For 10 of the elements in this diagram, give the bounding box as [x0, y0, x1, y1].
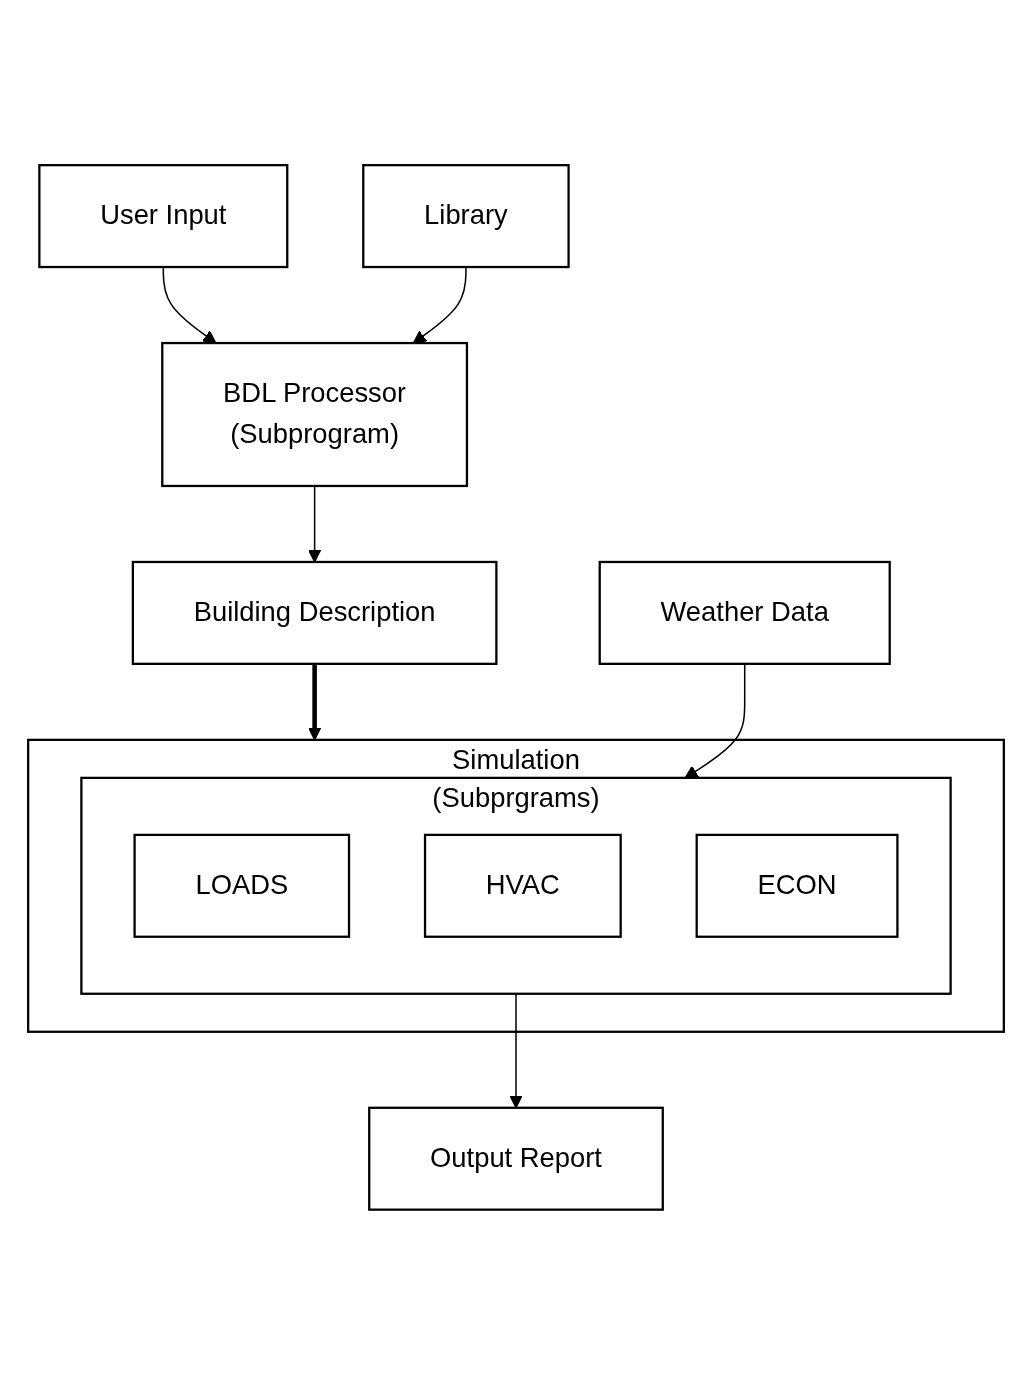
node-box: HVAC: [423, 833, 622, 938]
node-box: Library: [362, 163, 570, 268]
node-box: Building Description: [131, 560, 498, 665]
node-box: Output Report: [368, 1106, 664, 1211]
node-box: Weather Data: [598, 560, 891, 665]
node-box: LOADS: [133, 833, 351, 938]
node-box: BDL Processor (Subprogram): [161, 341, 469, 487]
node-box: ECON: [695, 833, 899, 938]
arrow: [307, 663, 322, 741]
node-box: User Input: [38, 163, 289, 268]
